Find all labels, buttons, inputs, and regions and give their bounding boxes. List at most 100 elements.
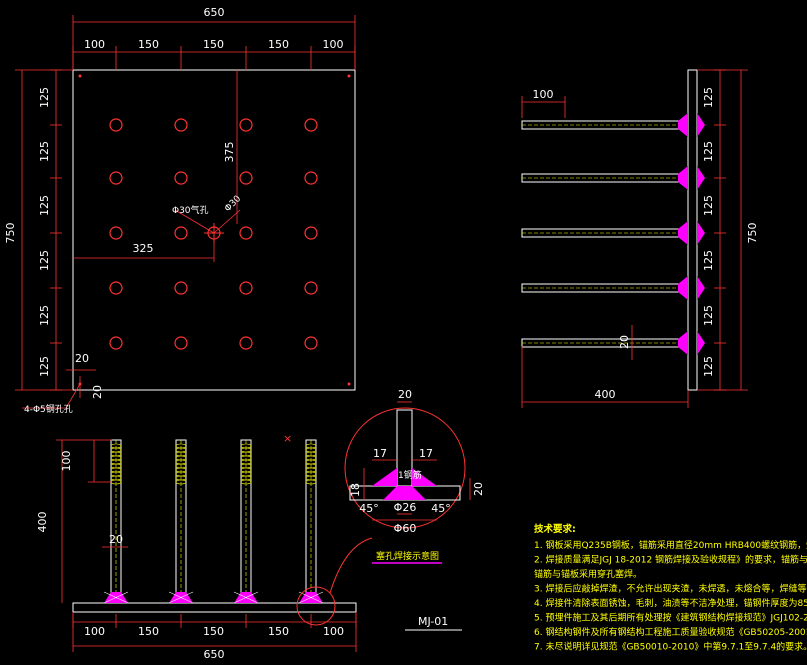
- detail-callout-circle: [296, 586, 336, 626]
- plan-left-seg-label: 125: [38, 356, 51, 377]
- weld-line: [298, 591, 324, 604]
- anchor-hole-icon: [109, 336, 123, 350]
- weld-icon: [678, 166, 688, 190]
- weld-icon: [697, 276, 705, 300]
- side-right-seg-label: 125: [702, 305, 715, 326]
- anchor-hole-icon: [239, 336, 253, 350]
- plan-corner-hole: [78, 74, 82, 78]
- detail-weld-left: [372, 468, 397, 486]
- anchor-hole-icon: [109, 118, 123, 132]
- front-plate: [72, 602, 357, 613]
- detail-top-label: 20: [398, 388, 412, 401]
- detail-45b-label: 45°: [431, 502, 451, 515]
- corner-20b-label: 20: [91, 385, 104, 399]
- detail-weld-right: [412, 468, 437, 486]
- anchor-hole-icon: [109, 281, 123, 295]
- front-bottom-seg-label: 150: [138, 625, 159, 638]
- plan-left-seg-label: 125: [38, 87, 51, 108]
- plan-left-seg-label: 125: [38, 250, 51, 271]
- weld-icon: [678, 276, 688, 300]
- plan-corner-hole: [347, 74, 351, 78]
- front-weld-label: 20: [109, 533, 123, 546]
- weld-coil: [175, 479, 187, 485]
- note-item: 2. 焊接质量满足JGJ 18-2012 钢筋焊接及验收规程》的要求，锚筋与锚板…: [534, 554, 807, 566]
- anchor-hole-icon: [304, 336, 318, 350]
- plan-left-total-label: 750: [4, 223, 17, 244]
- weld-detail: 20 17 17 18 20 Φ26 Φ60 45° 45° 1钢筋 塞孔焊接示…: [344, 388, 485, 564]
- detail-18-label: 18: [349, 483, 362, 497]
- front-bottom-seg-label: 150: [203, 625, 224, 638]
- detail-circle: [344, 407, 466, 529]
- anchor-hole-icon: [239, 171, 253, 185]
- plan-plate-outline: [72, 69, 356, 391]
- plan-top-seg-label: 150: [138, 38, 159, 51]
- weld-icon: [678, 221, 688, 245]
- front-height-label: 400: [36, 512, 49, 533]
- plan-left-seg-label: 125: [38, 141, 51, 162]
- center-h-label: 325: [133, 242, 154, 255]
- vent-dia-label: Φ30: [223, 194, 243, 214]
- note-item: 4. 焊接件清除表面锈蚀，毛刺，油渍等不洁净处理，锚钢件厚度为85微米；: [534, 597, 807, 609]
- drawing-id: MJ-01: [418, 615, 448, 628]
- front-anchor-bars: [103, 439, 324, 604]
- note-item: 1. 钢板采用Q235B钢板，锚筋采用直径20mm HRB400螺纹钢筋，焊条采…: [534, 539, 807, 551]
- detail-phi60-label: Φ60: [394, 522, 417, 535]
- note-item: 7. 未尽说明详见规范《GB50010-2010》中第9.7.1至9.7.4的要…: [534, 641, 807, 653]
- leader-label: 4-Φ5钢孔孔: [24, 403, 73, 415]
- plan-top-total-label: 650: [204, 6, 225, 19]
- corner-20a-label: 20: [75, 352, 89, 365]
- front-bottom-seg-label: 100: [323, 625, 344, 638]
- weld-icon: [697, 166, 705, 190]
- detail-caption: 塞孔焊接示意图: [376, 550, 439, 562]
- side-weld-label: 20: [618, 335, 631, 349]
- plan-corner-hole: [347, 382, 351, 386]
- note-item: 6. 钢结构钢件及所有钢结构工程施工质量验收规范《GB50205-2001》;: [534, 626, 807, 638]
- plan-top-seg-label: 100: [84, 38, 105, 51]
- side-top-label: 100: [533, 88, 554, 101]
- detail-45a-label: 45°: [359, 502, 379, 515]
- detail-weld-plug: [383, 486, 426, 500]
- anchor-hole-icon: [304, 171, 318, 185]
- vent-label: Φ30气孔: [172, 204, 209, 216]
- note-item: 3. 焊接后应敲掉焊渣，不允许出现夹渣，未焊透，未熔合等，焊缝等有缺陷；: [534, 583, 807, 595]
- note-item: 锚筋与锚板采用穿孔塞焊。: [534, 568, 642, 580]
- weld-coil: [305, 479, 317, 485]
- plan-top-segments: 100 150 150 150 100: [72, 38, 356, 70]
- side-right-seg-label: 125: [702, 141, 715, 162]
- plan-top-seg-label: 150: [268, 38, 289, 51]
- side-right-seg-label: 125: [702, 250, 715, 271]
- anchor-hole-icon: [239, 281, 253, 295]
- anchor-hole-icon: [239, 226, 253, 240]
- plan-top-seg-label: 100: [323, 38, 344, 51]
- plan-top-seg-label: 150: [203, 38, 224, 51]
- weld-line: [168, 591, 194, 604]
- anchor-hole-icon: [304, 281, 318, 295]
- detail-callout-leader: [329, 537, 373, 594]
- side-anchor-bars: [521, 113, 705, 355]
- side-right-seg-label: 125: [702, 87, 715, 108]
- anchor-hole-icon: [174, 171, 188, 185]
- side-right-seg-label: 125: [702, 356, 715, 377]
- detail-20-label: 20: [472, 482, 485, 496]
- anchor-hole-icon: [174, 226, 188, 240]
- anchor-hole-icon: [239, 118, 253, 132]
- side-right-total-label: 750: [746, 223, 759, 244]
- leader-line: [65, 383, 81, 409]
- note-item: 5. 预埋件施工及其后期所有处理按《建筑钢结构焊接规范》JGJ102-2003》…: [534, 612, 807, 624]
- detail-17b-label: 17: [419, 447, 433, 460]
- weld-coil: [240, 479, 252, 485]
- vent-leader: [174, 209, 215, 234]
- anchor-hole-icon: [109, 171, 123, 185]
- anchor-hole-icon: [304, 226, 318, 240]
- plan-hole-grid: [109, 118, 318, 350]
- front-top-label: 100: [60, 451, 73, 472]
- weld-icon: [697, 221, 705, 245]
- detail-phi26-label: Φ26: [394, 501, 417, 514]
- front-bottom-seg-label: 150: [268, 625, 289, 638]
- tech-notes: 技术要求: 1. 钢板采用Q235B钢板，锚筋采用直径20mm HRB400螺纹…: [534, 523, 807, 653]
